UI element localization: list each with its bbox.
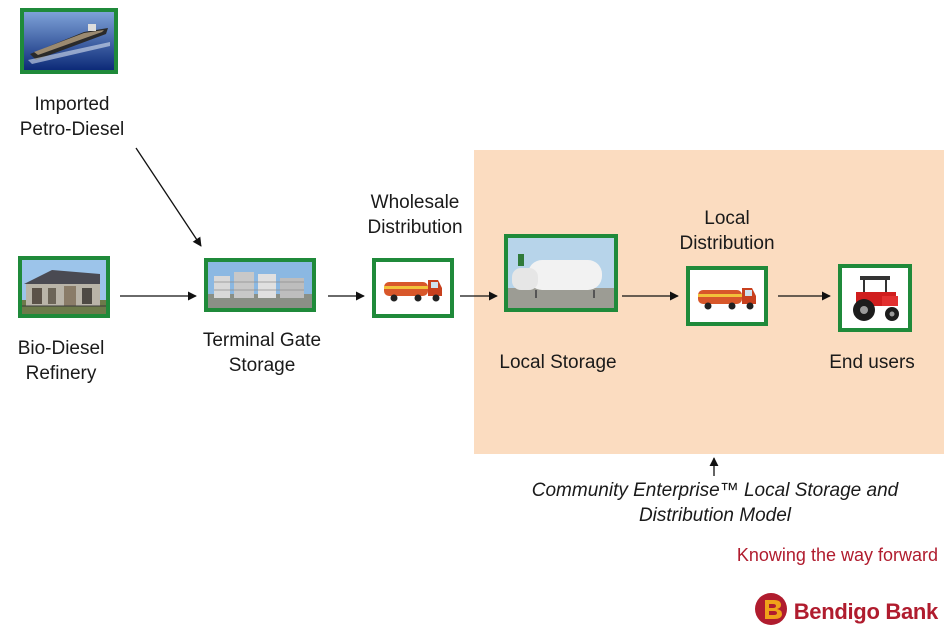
bendigo-logo-icon [754,592,788,631]
caption-line: Distribution Model [638,505,792,526]
tractor-icon [838,264,912,332]
imported-petro-diesel-label: Imported Petro-Diesel [4,92,140,142]
label-line: Imported [34,94,110,115]
end-users-label: End users [829,352,915,373]
refinery-building-icon [18,256,110,318]
oil-tanker-ship-icon [20,8,118,74]
terminal-gate-storage-label: Terminal Gate Storage [184,328,340,378]
arrow-imported-to-terminal [135,147,202,247]
caption-line: Community Enterprise™ Local Storage and [531,480,899,501]
label-line: Bio-Diesel [17,338,105,359]
label-line: Terminal Gate [202,330,322,351]
wholesale-distribution-label: Wholesale Distribution [350,190,480,240]
bio-diesel-refinery-label: Bio-Diesel Refinery [0,336,122,386]
brand-name: Bendigo Bank [793,598,939,624]
model-caption: Community Enterprise™ Local Storage and … [470,478,944,528]
label-line: Local [704,208,750,229]
label-line: Distribution [367,217,463,238]
local-storage-label: Local Storage [499,352,617,373]
storage-tank-icon [504,234,618,312]
tanker-truck-icon [686,266,768,326]
label-line: Petro-Diesel [19,119,125,140]
label-line: Distribution [679,233,775,254]
label-line: Refinery [25,363,97,384]
label-line: Storage [228,355,296,376]
storage-tanks-icon [204,258,316,312]
slogan: Knowing the way forward [736,545,938,565]
brand-logo: Bendigo Bank [754,592,938,631]
tanker-truck-icon [372,258,454,318]
label-line: Wholesale [370,192,460,213]
local-distribution-label: Local Distribution [660,206,794,256]
